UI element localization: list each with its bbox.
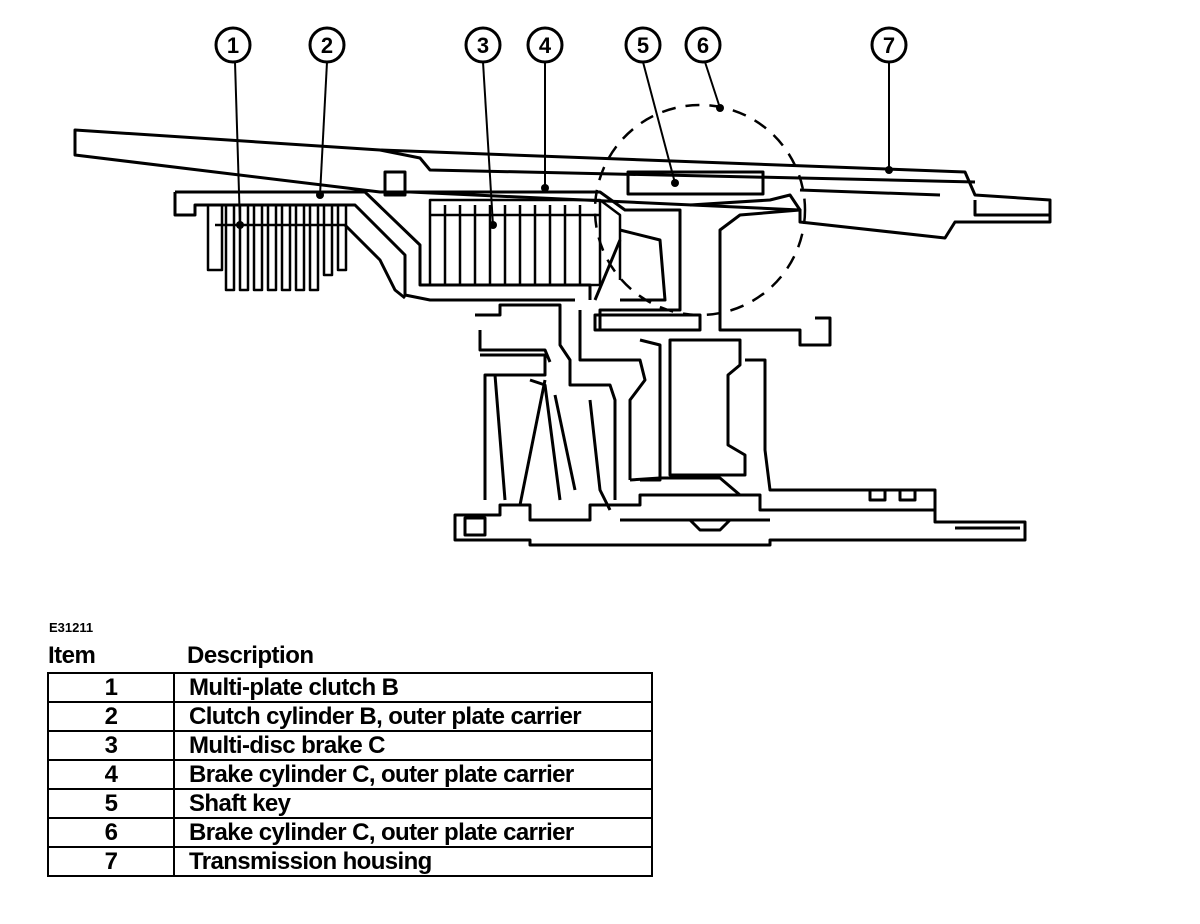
svg-text:4: 4 [539, 33, 552, 58]
svg-text:6: 6 [697, 33, 709, 58]
item-description: Brake cylinder C, outer plate carrier [173, 759, 653, 790]
item-number: 4 [47, 759, 175, 790]
figure-id: E31211 [49, 620, 94, 635]
item-number: 1 [47, 672, 175, 703]
multi-disc-brake-c [428, 198, 622, 287]
table-row: 7 Transmission housing [47, 846, 653, 877]
item-number: 3 [47, 730, 175, 761]
clutch-cylinder-b [173, 190, 592, 302]
item-number: 2 [47, 701, 175, 732]
leader-lines [234, 61, 890, 226]
svg-text:2: 2 [321, 33, 333, 58]
svg-text:1: 1 [227, 33, 239, 58]
column-header-description: Description [187, 642, 314, 669]
table-row: 4 Brake cylinder C, outer plate carrier [47, 759, 653, 790]
item-number: 6 [47, 817, 175, 848]
item-description: Shaft key [173, 788, 653, 819]
table-row: 6 Brake cylinder C, outer plate carrier [47, 817, 653, 848]
legend-table: 1 Multi-plate clutch B 2 Clutch cylinder… [47, 672, 653, 877]
table-row: 3 Multi-disc brake C [47, 730, 653, 761]
callout-5: 5 [624, 26, 662, 64]
callout-1: 1 [214, 26, 252, 64]
item-description: Transmission housing [173, 846, 653, 877]
item-description: Clutch cylinder B, outer plate carrier [173, 701, 653, 732]
base-shaft [453, 476, 1027, 547]
item-number: 5 [47, 788, 175, 819]
detail-circle [593, 103, 807, 317]
svg-text:3: 3 [477, 33, 489, 58]
table-row: 1 Multi-plate clutch B [47, 672, 653, 703]
shaft-key [626, 170, 765, 196]
item-description: Brake cylinder C, outer plate carrier [173, 817, 653, 848]
item-description: Multi-disc brake C [173, 730, 653, 761]
multi-plate-clutch-b [206, 203, 348, 292]
callout-4: 4 [526, 26, 564, 64]
callout-3: 3 [464, 26, 502, 64]
table-row: 5 Shaft key [47, 788, 653, 819]
table-row: 2 Clutch cylinder B, outer plate carrier [47, 701, 653, 732]
svg-text:5: 5 [637, 33, 649, 58]
callout-2: 2 [308, 26, 346, 64]
column-header-item: Item [48, 642, 96, 669]
central-hub [578, 193, 937, 510]
transmission-housing [73, 128, 1052, 240]
callout-7: 7 [870, 26, 908, 64]
piston-assembly [475, 303, 617, 511]
item-number: 7 [47, 846, 175, 877]
svg-text:7: 7 [883, 33, 895, 58]
item-description: Multi-plate clutch B [173, 672, 653, 703]
callout-6: 6 [684, 26, 722, 64]
transmission-cross-section-diagram: 1 2 3 4 5 6 7 [73, 26, 1052, 547]
brake-cylinder-c [410, 190, 682, 330]
leader-dots [236, 104, 893, 229]
